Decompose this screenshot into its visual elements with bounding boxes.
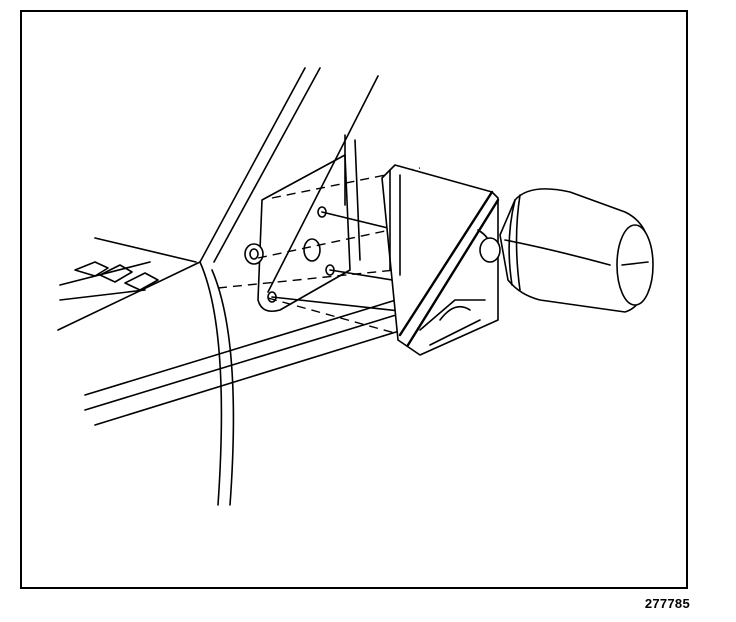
figure-number: 277785	[644, 596, 690, 611]
door-frame	[199, 67, 379, 293]
center-hole-icon	[303, 238, 321, 262]
mounting-nut-icon	[244, 243, 264, 265]
dashboard-panel	[57, 237, 201, 331]
mirror-glass-icon	[616, 224, 654, 306]
bracket-pivot-icon	[479, 237, 501, 263]
door-panel	[84, 261, 397, 506]
mirror-bracket	[381, 164, 501, 356]
mirror-head	[499, 188, 654, 313]
